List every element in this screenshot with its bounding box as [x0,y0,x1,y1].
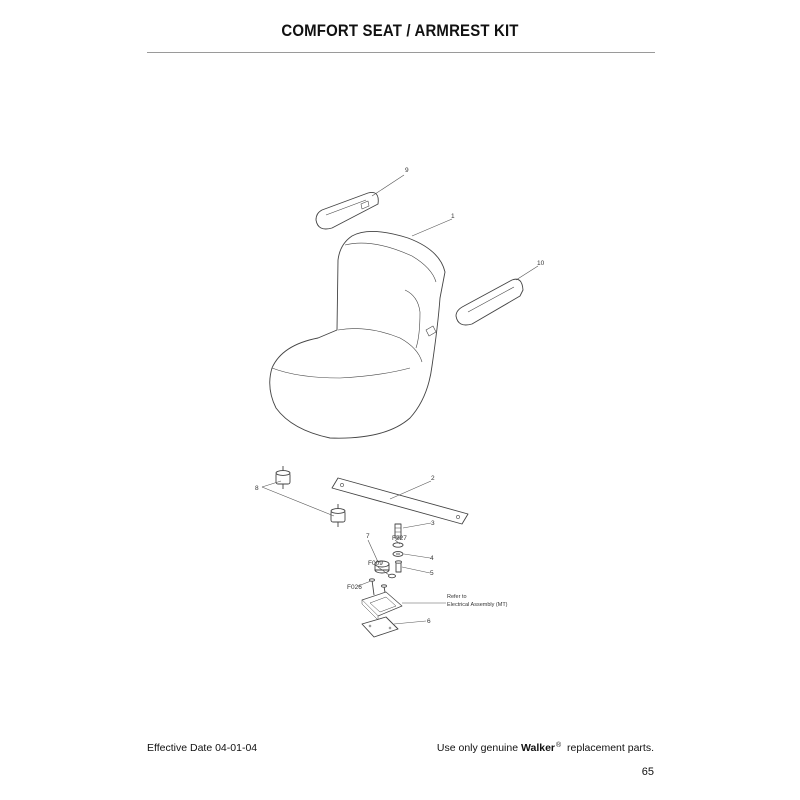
callout-6: 6 [427,618,431,625]
page-title: COMFORT SEAT / ARMREST KIT [281,21,519,40]
callout-8: 8 [255,485,259,492]
switch-bracket [361,591,403,621]
genuine-parts-notice: Use only genuine Walker® replacement par… [437,742,654,754]
page-number: 65 [641,766,654,778]
cover-plate-part-6 [361,616,399,638]
mounting-bar-part-2 [331,477,469,525]
callout-10: 10 [537,260,545,267]
callout-5: 5 [430,570,434,577]
callout-9: 9 [405,167,409,174]
notice-suffix: replacement parts. [567,742,654,754]
washer-f227 [392,542,404,548]
note-refer-to: Refer to [447,594,467,600]
callout-7: 7 [366,533,370,540]
title-divider [147,52,655,53]
note-electrical-assembly: Electrical Assembly (MT) [447,602,508,608]
brand-name: Walker [520,742,556,754]
registered-mark: ® [556,742,562,749]
callout-f227: F227 [392,535,407,542]
armrest-left-part-9 [315,192,379,230]
bushing-part-5 [395,560,402,573]
callout-1: 1 [451,213,455,220]
nut-f009 [388,573,396,579]
notice-prefix: Use only genuine [436,742,519,754]
callout-3: 3 [431,520,435,527]
callout-2: 2 [431,475,435,482]
effective-date: Effective Date 04-01-04 [147,742,258,754]
callout-f026: F026 [347,584,362,591]
callout-f009: F009 [368,560,383,567]
callout-4: 4 [430,555,434,562]
washer-part-4 [392,551,404,557]
seat-part-1 [269,231,446,439]
isolator-lower-part-8 [330,504,346,527]
armrest-right-part-10 [455,278,524,326]
spring-part-3 [394,523,402,539]
isolator-upper-part-8 [275,466,291,489]
